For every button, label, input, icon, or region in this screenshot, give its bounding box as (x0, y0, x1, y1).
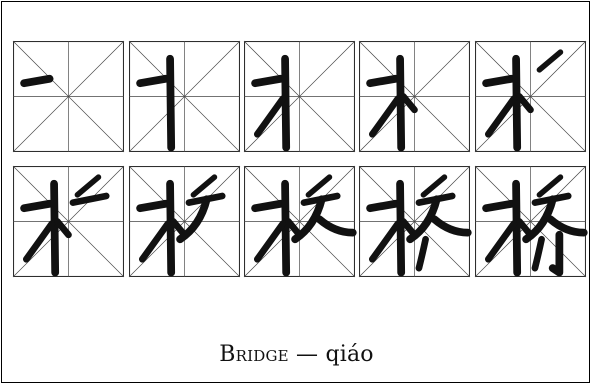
brush-stroke (253, 220, 287, 263)
stroke-step-grid (243, 165, 357, 278)
brush-stroke (536, 174, 564, 198)
brush-stroke (54, 218, 72, 239)
stroke-step-grid (12, 40, 125, 153)
stroke-step-grid (358, 40, 471, 153)
brush-stroke (22, 220, 56, 263)
stroke-step-grid (12, 165, 125, 278)
brush-stroke (281, 179, 291, 277)
grid-diagonal-guide (358, 40, 471, 153)
stroke-step-cell (474, 165, 588, 278)
brush-stroke (366, 199, 400, 213)
grid-diagonal-guide (474, 165, 587, 278)
stroke-step-grid (474, 40, 587, 153)
stroke-step-cell (12, 165, 125, 278)
grid-diagonal-guide (128, 40, 241, 153)
brush-stroke (366, 74, 400, 88)
grid-diagonal-guide (243, 40, 356, 153)
brush-stroke (396, 179, 406, 277)
brush-stroke (281, 54, 291, 152)
brush-stroke (531, 235, 545, 272)
brush-stroke-new (548, 230, 564, 277)
stroke-step-cell (358, 165, 472, 278)
stroke-step-grid (358, 165, 472, 278)
brush-stroke (20, 199, 54, 213)
brush-stroke (484, 95, 518, 138)
brush-stroke (396, 54, 406, 152)
brush-stroke (430, 215, 472, 237)
brush-stroke (74, 174, 102, 198)
caption-pinyin: qiáo (325, 342, 374, 367)
brush-stroke (305, 174, 333, 198)
brush-stroke-new (253, 95, 287, 138)
brush-stroke (50, 179, 60, 277)
brush-stroke-new (415, 235, 429, 272)
stroke-step-cell (128, 165, 241, 278)
brush-stroke-new (176, 195, 211, 244)
brush-stroke-new (69, 192, 110, 206)
stroke-step-grid (243, 40, 356, 153)
grid-diagonal-guide (12, 165, 125, 278)
grid-diagonal-guide (128, 165, 241, 278)
stroke-step-cell (474, 40, 587, 153)
stroke-step-grid (474, 165, 588, 278)
brush-stroke-new (315, 215, 357, 237)
grid-diagonal-guide (243, 165, 356, 278)
stroke-step-cell (243, 40, 356, 153)
brush-stroke (190, 174, 218, 198)
brush-stroke-new (400, 93, 418, 114)
brush-stroke (482, 74, 516, 88)
stroke-step-cell (128, 40, 241, 153)
stroke-step-grid (128, 165, 241, 278)
brush-stroke (136, 74, 170, 88)
brush-stroke (512, 54, 522, 152)
brush-stroke-new (20, 74, 54, 88)
grid-diagonal-guide (12, 40, 125, 153)
brush-stroke (291, 195, 326, 244)
brush-stroke (138, 220, 172, 263)
brush-stroke (516, 93, 534, 114)
brush-stroke (251, 199, 285, 213)
brush-stroke (136, 199, 170, 213)
brush-stroke (251, 74, 285, 88)
brush-stroke (406, 195, 441, 244)
brush-stroke (420, 174, 448, 198)
grid-diagonal-guide (358, 165, 471, 278)
brush-stroke (166, 179, 176, 277)
brush-stroke (368, 220, 402, 263)
brush-stroke (546, 215, 588, 237)
caption-word: Bridge (219, 342, 289, 367)
brush-stroke (484, 220, 518, 263)
caption: Bridge — qiáo (0, 342, 593, 367)
stroke-step-grid (128, 40, 241, 153)
stroke-step-cell (12, 40, 125, 153)
brush-stroke (512, 179, 522, 277)
brush-stroke-new (166, 54, 176, 152)
brush-stroke (522, 195, 557, 244)
caption-dash: — (296, 342, 319, 367)
grid-diagonal-guide (474, 40, 587, 153)
stroke-step-cell (358, 40, 471, 153)
stroke-step-cell (243, 165, 357, 278)
brush-stroke (482, 199, 516, 213)
brush-stroke-new (536, 49, 564, 73)
brush-stroke (368, 95, 402, 138)
